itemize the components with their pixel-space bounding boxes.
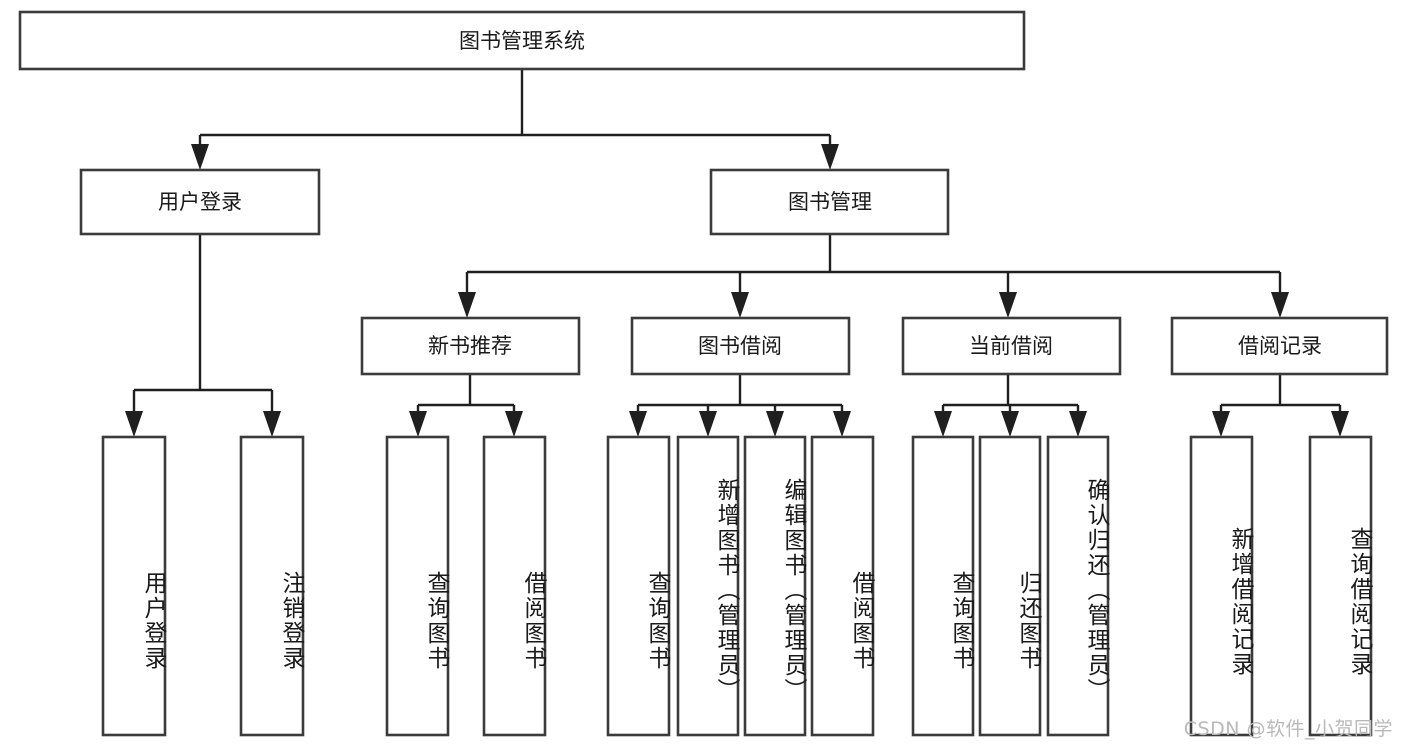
arrow-head-leaf-query-book-2 — [629, 411, 647, 437]
connector-group-borrow-record — [1212, 374, 1349, 437]
connector-group-book-mgmt — [458, 234, 1289, 318]
arrow-head-borrow-record — [1271, 292, 1289, 318]
arrow-head-book-mgmt — [821, 144, 839, 170]
node-user-login[interactable]: 用户登录 — [79, 168, 321, 236]
arrow-head-leaf-logout — [263, 411, 281, 437]
leaf-box-borrow-book-2[interactable] — [810, 435, 875, 737]
leaf-box-user-login[interactable] — [101, 435, 167, 737]
csdn-watermark: CSDN @软件_小贺同学 — [1183, 718, 1393, 740]
leaf-box-edit-book[interactable] — [743, 435, 807, 737]
leaf-box-query-book-2[interactable] — [606, 435, 671, 737]
leaf-box-query-record[interactable] — [1308, 435, 1373, 737]
connector-group-book-borrow — [629, 374, 851, 437]
node-root-system-box[interactable] — [18, 10, 1026, 71]
arrow-head-leaf-borrow-book-2 — [833, 411, 851, 437]
leaf-box-query-book-3[interactable] — [911, 435, 975, 737]
arrow-head-leaf-query-book-3 — [934, 411, 952, 437]
node-book-borrow-box[interactable] — [630, 316, 851, 376]
node-new-book-recommend-label: 新书推荐 — [428, 334, 512, 358]
arrow-head-current-borrow — [999, 292, 1017, 318]
node-book-borrow[interactable]: 图书借阅 — [630, 316, 851, 376]
connector-group-current-borrow — [934, 374, 1087, 437]
leaf-box-query-book-1[interactable] — [385, 435, 450, 737]
leaf-box-logout[interactable] — [239, 435, 305, 737]
connector-group-new-book-rec — [409, 374, 523, 437]
node-borrow-record-label: 借阅记录 — [1238, 334, 1322, 358]
leaf-box-add-record[interactable] — [1189, 435, 1254, 737]
arrow-head-leaf-add-record — [1212, 411, 1230, 437]
node-current-borrow-label: 当前借阅 — [969, 334, 1053, 358]
node-book-management[interactable]: 图书管理 — [709, 168, 950, 236]
node-borrow-record-box[interactable] — [1170, 316, 1389, 376]
leaf-box-return-book[interactable] — [978, 435, 1042, 737]
arrow-head-leaf-query-record — [1331, 411, 1349, 437]
arrow-head-new-book-rec — [458, 292, 476, 318]
arrow-head-leaf-confirm-return — [1069, 411, 1087, 437]
node-book-borrow-label: 图书借阅 — [698, 334, 782, 358]
node-borrow-record[interactable]: 借阅记录 — [1170, 316, 1389, 376]
arrow-head-leaf-edit-book — [766, 411, 784, 437]
connector-group-user-login — [125, 234, 281, 437]
node-user-login-box[interactable] — [79, 168, 321, 236]
node-root-system[interactable]: 图书管理系统 — [18, 10, 1026, 71]
node-root-system-label: 图书管理系统 — [459, 29, 585, 53]
node-current-borrow-box[interactable] — [901, 316, 1122, 376]
node-current-borrow[interactable]: 当前借阅 — [901, 316, 1122, 376]
connector-group-root — [191, 69, 839, 170]
arrow-head-leaf-user-login — [125, 411, 143, 437]
arrow-head-user-login — [191, 144, 209, 170]
arrow-head-leaf-return-book — [1001, 411, 1019, 437]
arrow-head-book-borrow — [731, 292, 749, 318]
node-new-book-recommend[interactable]: 新书推荐 — [360, 316, 581, 376]
node-new-book-recommend-box[interactable] — [360, 316, 581, 376]
arrow-head-leaf-add-book — [699, 411, 717, 437]
leaf-box-borrow-book-1[interactable] — [482, 435, 547, 737]
node-book-management-label: 图书管理 — [788, 190, 872, 214]
leaf-box-add-book[interactable] — [676, 435, 740, 737]
leaf-box-confirm-return[interactable] — [1046, 435, 1110, 737]
node-book-management-box[interactable] — [709, 168, 950, 236]
arrow-head-leaf-query-book-1 — [409, 411, 427, 437]
arrow-head-leaf-borrow-book-1 — [505, 411, 523, 437]
node-user-login-label: 用户登录 — [158, 190, 242, 214]
